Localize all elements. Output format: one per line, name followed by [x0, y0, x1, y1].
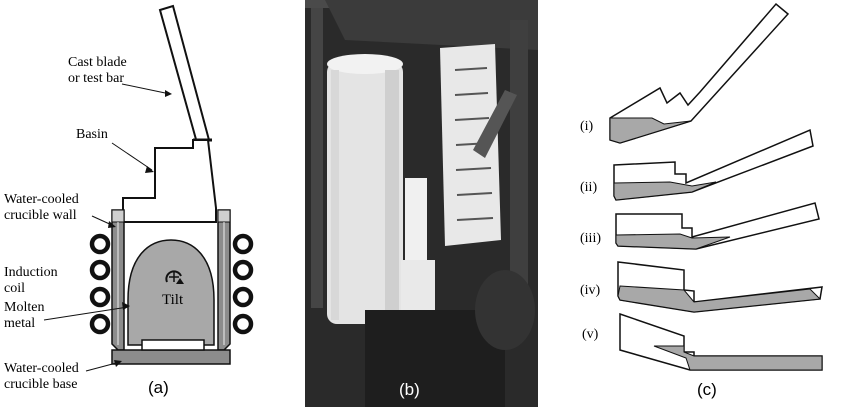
panel-a-schematic: Tilt Cast blade or test bar Basin Water-…: [0, 0, 300, 407]
coil-label-1: Induction: [4, 265, 58, 280]
caption-b: (b): [399, 380, 420, 399]
stage-i-mould: [609, 2, 790, 144]
ceramic-pattern-plate: [440, 44, 501, 246]
base-label-1: Water-cooled: [4, 361, 79, 376]
stage-ii-mould: [613, 128, 814, 201]
wall-label-1: Water-cooled: [4, 192, 79, 207]
metal-leader: [43, 306, 129, 321]
cast-blade-label-1: Cast blade: [68, 55, 127, 70]
stage-iv-mould: [617, 261, 823, 313]
tilt-rotation-icon: [165, 270, 184, 284]
metal-label-1: Molten: [4, 300, 44, 315]
stage-i-label: (i): [580, 119, 594, 134]
induction-coil-right: [232, 233, 254, 335]
basin-leader: [111, 142, 153, 171]
cast-blade-arrowhead: [165, 90, 172, 97]
stage-iii-mould: [615, 202, 820, 250]
overhead-frame: [325, 0, 538, 50]
base-label-2: crucible base: [4, 377, 77, 392]
basin-arrowhead: [145, 166, 154, 173]
wall-cap-right: [217, 209, 231, 223]
tilt-sequence-diagram: (i) (ii) (iii) (iv) (v) (c): [580, 2, 823, 399]
clamp-arm: [473, 90, 517, 158]
cast-blade-part: [401, 178, 435, 316]
base-insert: [141, 339, 205, 351]
cast-blade-label-2: or test bar: [68, 71, 124, 86]
crucible-schematic: Tilt Cast blade or test bar Basin Water-…: [4, 4, 254, 397]
cast-blade-bar: [158, 4, 211, 145]
basin: [122, 139, 217, 223]
stage-v-label: (v): [582, 327, 599, 342]
tilt-label: Tilt: [162, 292, 184, 308]
crucible-base: [111, 349, 231, 365]
ceramic-mould-cylinder: [327, 54, 403, 324]
stage-v-mould: [619, 312, 823, 371]
left-pillar: [311, 8, 323, 308]
base-leader: [85, 361, 121, 372]
base-arrowhead: [114, 360, 122, 367]
equipment-photo: (b): [305, 0, 538, 407]
caption-a: (a): [148, 378, 169, 397]
wall-cap-left: [111, 209, 125, 223]
wall-arrowhead: [108, 221, 116, 228]
right-pillar: [510, 20, 528, 290]
metal-label-2: metal: [4, 316, 35, 331]
molten-metal: [127, 239, 215, 346]
panel-c-tilt-sequence: (i) (ii) (iii) (iv) (v) (c): [560, 0, 850, 407]
induction-coil-left: [89, 233, 111, 335]
wall-label-2: crucible wall: [4, 208, 77, 223]
machine-gear: [475, 270, 535, 350]
basin-label: Basin: [76, 127, 108, 142]
stage-iii-label: (iii): [580, 231, 601, 246]
metal-arrowhead: [122, 302, 130, 310]
panel-b-photo: (b): [305, 0, 538, 407]
cast-blade-leader: [121, 83, 171, 95]
stage-iv-label: (iv): [580, 283, 601, 298]
coil-label-2: coil: [4, 281, 25, 296]
caption-c: (c): [697, 380, 717, 399]
stage-ii-label: (ii): [580, 180, 597, 195]
